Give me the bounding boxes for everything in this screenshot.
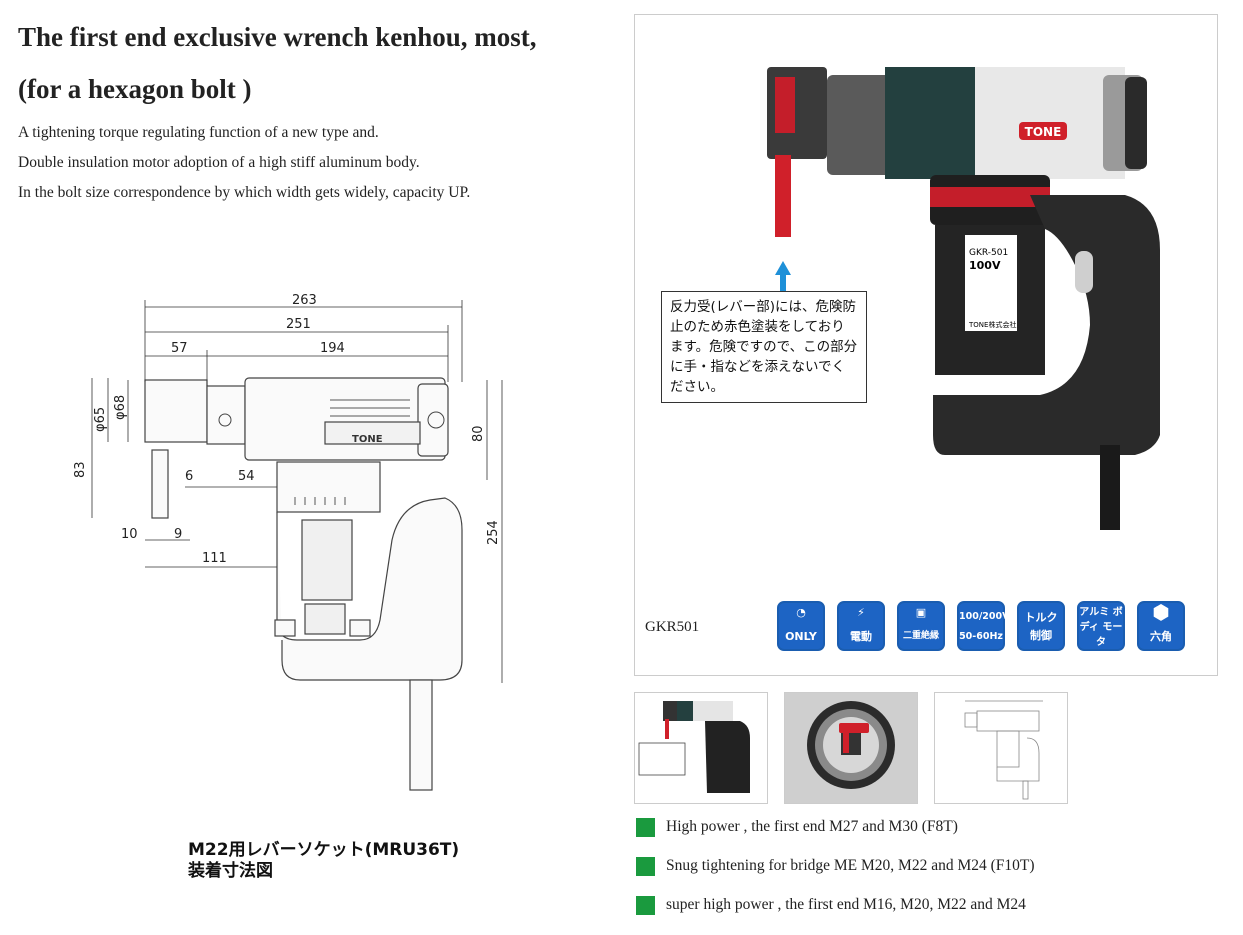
dimension-label: 263 <box>292 293 317 308</box>
description-line-2: Double insulation motor adoption of a hi… <box>18 154 420 171</box>
dimension-label: 6 <box>185 469 193 484</box>
dimension-label: 57 <box>171 341 188 356</box>
aluminum-icon: アルミ ボディ モータ <box>1079 607 1123 648</box>
warning-note: 反力受(レバー部)には、危険防止のため赤色塗装をしております。危険ですので、この… <box>661 291 867 403</box>
wrench-photo: TONE GKR-501 100V TONE株式会社 <box>767 67 1160 530</box>
wrench-outline <box>144 377 463 791</box>
badge-hexagon: ⬢六角 <box>1137 601 1185 651</box>
voltage-icon: 100/200V 50-60Hz <box>959 611 1010 642</box>
bullet-square-icon <box>636 857 655 876</box>
product-title-line2: (for a hexagon bolt ) <box>18 74 252 104</box>
only-icon: ◔ <box>796 606 806 619</box>
thumbnail-3-image <box>964 700 1043 800</box>
dimension-drawing: TONE 263 251 57 194 φ65 φ68 83 6 54 80 1… <box>73 293 503 791</box>
dimension-label: 251 <box>286 317 311 332</box>
maker-plate: TONE株式会社 <box>968 320 1016 329</box>
badge-aluminum-body: アルミ ボディ モータ <box>1077 601 1125 651</box>
dimension-label: 80 <box>471 425 486 442</box>
main-product-image: TONE GKR-501 100V TONE株式会社 反力受(レバー部)には、危… <box>634 14 1218 676</box>
dimension-label: 10 <box>121 527 138 542</box>
drawing-caption-line2: 装着寸法図 <box>188 861 273 881</box>
model-plate: GKR-501 <box>969 248 1008 258</box>
drawing-caption-line1: M22用レバーソケット(MRU36T) <box>188 840 460 860</box>
model-label: GKR501 <box>645 619 700 635</box>
badge-electric: ⚡電動 <box>837 601 885 651</box>
badge-torque-control: トルク 制御 <box>1017 601 1065 651</box>
description-line-1: A tightening torque regulating function … <box>18 124 379 141</box>
thumbnail-2-image <box>785 693 917 803</box>
dimension-label: 54 <box>238 469 255 484</box>
dimension-label: φ68 <box>113 395 128 420</box>
dimension-label: 194 <box>320 341 345 356</box>
dimension-label: φ65 <box>93 407 108 432</box>
double-square-icon: ▣ <box>915 606 927 619</box>
badge-only: ◔ONLY <box>777 601 825 651</box>
description-line-3: In the bolt size correspondence by which… <box>18 184 471 201</box>
product-title-line1: The first end exclusive wrench kenhou, m… <box>18 22 537 52</box>
torque-icon: トルク 制御 <box>1024 611 1058 642</box>
photo-brand: TONE <box>1025 125 1062 139</box>
voltage-plate: 100V <box>969 259 1001 272</box>
thumbnail-2[interactable] <box>784 692 918 804</box>
badge-double-insulation: ▣二重絶縁 <box>897 601 945 651</box>
drawing-brand: TONE <box>352 434 383 445</box>
dimension-label: 111 <box>202 551 227 566</box>
dimension-label: 83 <box>73 461 88 478</box>
badge-voltage: 100/200V 50-60Hz <box>957 601 1010 651</box>
thumbnail-1-image <box>638 701 750 793</box>
dimension-label: 254 <box>486 520 501 545</box>
dimension-label: 9 <box>174 527 182 542</box>
lightning-icon: ⚡ <box>857 606 865 619</box>
thumbnail-1[interactable] <box>634 692 768 804</box>
bullet-square-icon <box>636 896 655 915</box>
bullet-square-icon <box>636 818 655 837</box>
hexagon-icon: ⬢ <box>1152 600 1170 624</box>
thumbnail-3[interactable] <box>934 692 1068 804</box>
